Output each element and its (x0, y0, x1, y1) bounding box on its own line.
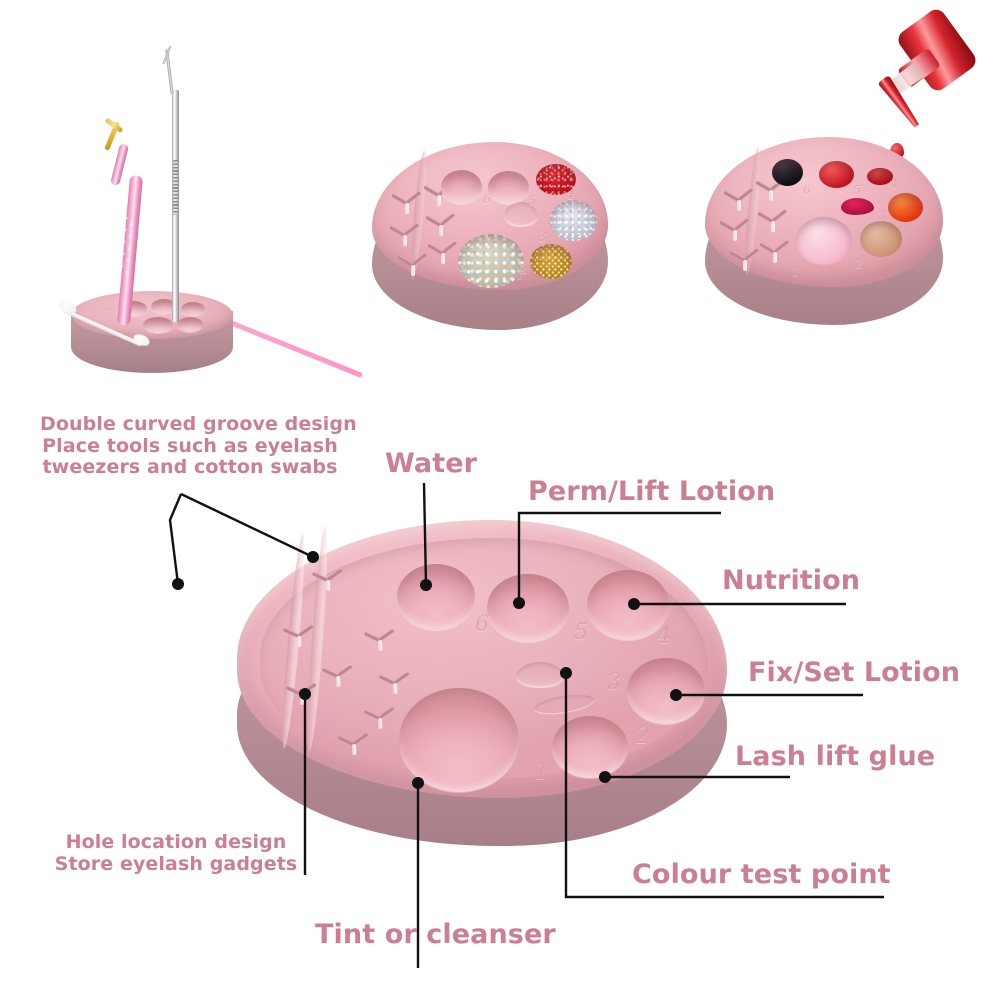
y-groove (391, 190, 422, 216)
stand-well (143, 317, 173, 333)
callout-tint-or-cleanser: Tint or cleanser (315, 919, 556, 950)
callout-perm-lift-lotion: Perm/Lift Lotion (528, 476, 776, 507)
well-6-water (397, 564, 475, 630)
callout-nutrition: Nutrition (722, 565, 861, 596)
well-nude-tint (860, 221, 902, 257)
lash-lift-tool-knurl (173, 160, 178, 215)
well-crystal-rhinestones (458, 234, 524, 288)
y-groove (279, 616, 319, 656)
y-groove (320, 658, 356, 694)
y-groove (729, 247, 760, 273)
well-5-perm-lift-lotion (487, 574, 569, 642)
well-4-nutrition (587, 570, 669, 640)
well-empty (441, 170, 482, 204)
heart-impression (504, 202, 538, 227)
leader-dot-double-curved-groove (172, 578, 184, 590)
well-gold-glitter (530, 244, 572, 279)
y-groove (397, 252, 428, 278)
colour-test-smear (841, 198, 874, 215)
photo-tint-tray: 6 5 4 3 2 1 (700, 5, 980, 335)
heart-impression (516, 662, 564, 688)
y-groove (308, 560, 348, 600)
photo-glitter-tray: 6 5 4 3 2 1 (370, 140, 615, 330)
lash-glue-bottle (870, 5, 990, 160)
y-groove (425, 212, 456, 238)
callout-lash-lift-glue: Lash lift glue (735, 741, 936, 772)
stand-well (151, 299, 177, 314)
well-red-glue-drop (867, 168, 893, 185)
tweezer-shoulder (110, 143, 130, 187)
callout-fix-set-lotion: Fix/Set Lotion (748, 657, 961, 688)
y-groove (759, 239, 790, 265)
callout-colour-test-point: Colour test point (632, 859, 891, 890)
well-pink-cleanser (796, 217, 852, 265)
main-diagram-tray: 6 5 4 3 2 1 (232, 512, 732, 852)
stand-well (177, 317, 203, 332)
y-groove (757, 208, 788, 234)
y-groove (282, 674, 322, 714)
well-3-fix-set-lotion (627, 658, 705, 724)
y-groove (360, 620, 400, 660)
well-red-glitter (536, 164, 576, 195)
y-groove (389, 222, 420, 248)
well-silver-glitter (550, 200, 597, 241)
y-groove (719, 217, 750, 243)
callout-hole-location-design: Hole location design Store eyelash gadge… (54, 831, 298, 875)
well-1-tint-or-cleanser (399, 688, 519, 792)
stand-well (181, 302, 205, 316)
y-groove (427, 240, 458, 266)
micro-brush-wand-icon (222, 317, 364, 379)
y-groove (723, 187, 754, 213)
callout-water: Water (385, 448, 478, 479)
photo-tool-stand: 7 (55, 25, 364, 379)
well-red-tint (819, 161, 854, 188)
well-empty (488, 171, 529, 204)
callout-double-curved-groove: Double curved groove design Place tools … (40, 413, 357, 479)
well-2-lash-lift-glue (552, 716, 628, 778)
y-groove (376, 664, 414, 702)
well-black-tint (772, 159, 803, 186)
well-orange-tint (888, 193, 923, 222)
y-groove (360, 698, 400, 738)
leader-line-double-curved-groove (168, 493, 183, 585)
